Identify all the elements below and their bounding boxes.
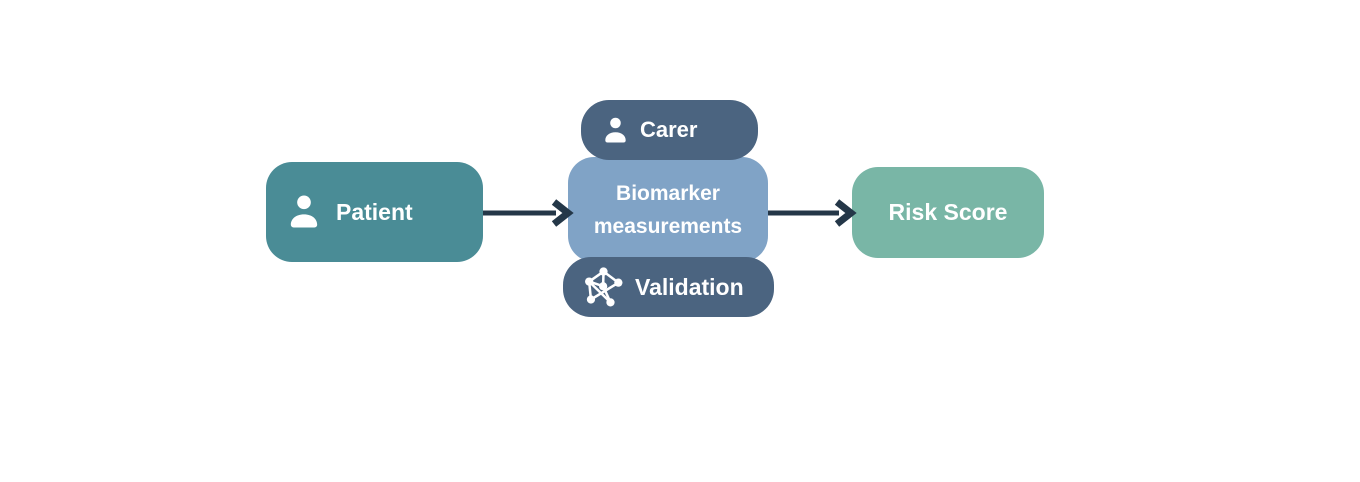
node-carer: Carer	[581, 100, 758, 160]
person-icon	[600, 115, 631, 146]
node-label-patient: Patient	[336, 198, 413, 225]
person-icon	[284, 192, 324, 232]
node-label-validation: Validation	[635, 273, 744, 300]
arrow-patient-to-biomarker	[483, 199, 574, 227]
node-label-biomarker: Biomarker measurements	[593, 181, 743, 238]
node-risk-score: Risk Score	[852, 167, 1044, 258]
node-label-carer: Carer	[640, 117, 698, 142]
node-label-risk-score: Risk Score	[888, 199, 1008, 225]
node-patient: Patient	[266, 162, 483, 262]
node-validation: Validation	[563, 257, 774, 317]
arrow-biomarker-to-riskscore	[768, 199, 857, 227]
node-biomarker-measurements: Biomarker measurements	[568, 157, 768, 262]
network-icon	[582, 266, 625, 309]
